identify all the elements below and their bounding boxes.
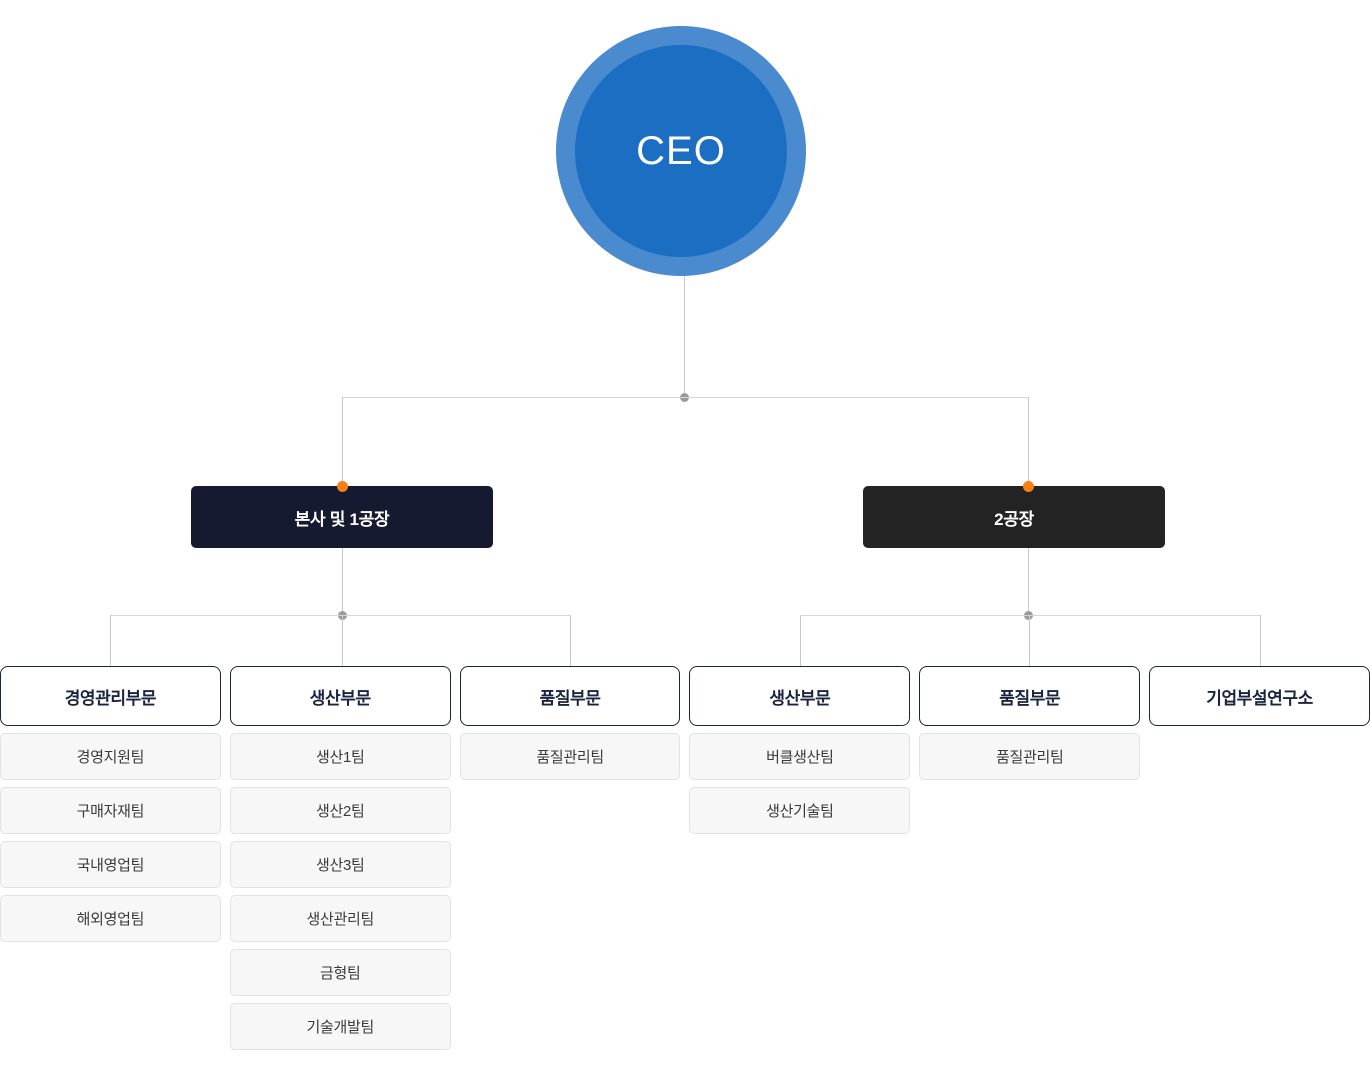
division-box-quality-2[interactable]: 품질부문 [919,666,1141,726]
team-list-quality-1: 품질관리팀 [459,733,681,780]
team-box[interactable]: 생산1팀 [229,733,451,780]
division-column-quality-1: 품질부문 품질관리팀 [459,666,681,780]
division-box-production-1[interactable]: 생산부문 [229,666,451,726]
team-box[interactable]: 생산2팀 [229,787,451,834]
team-box[interactable]: 생산기술팀 [689,787,911,834]
team-box[interactable]: 생산관리팀 [229,895,451,942]
division-column-management: 경영관리부문 경영지원팀 구매자재팀 국내영업팀 해외영업팀 [0,666,221,942]
team-box[interactable]: 생산3팀 [229,841,451,888]
team-list-quality-2: 품질관리팀 [919,733,1141,780]
team-box[interactable]: 품질관리팀 [459,733,681,780]
division-box-production-2[interactable]: 생산부문 [689,666,911,726]
connector-level2-bus [342,397,1029,398]
team-box[interactable]: 버클생산팀 [689,733,911,780]
division-columns: 경영관리부문 경영지원팀 구매자재팀 국내영업팀 해외영업팀 생산부문 생산1팀… [0,666,1370,1050]
team-list-production-2: 버클생산팀 생산기술팀 [689,733,911,834]
connector-branch2-drop-col5 [1029,615,1030,666]
connector-branch1-drop-col1 [110,615,111,666]
connector-branch2-bus [800,615,1260,616]
connector-branch1-stem [342,548,343,615]
team-list-management: 경영지원팀 구매자재팀 국내영업팀 해외영업팀 [0,733,221,942]
ceo-node[interactable]: CEO [556,26,806,276]
connector-branch2-drop-col6 [1260,615,1261,666]
team-box[interactable]: 품질관리팀 [919,733,1141,780]
ceo-node-inner: CEO [575,45,787,257]
connector-level2-drop-left [342,397,343,487]
connector-branch1-drop-col2 [342,615,343,666]
ceo-label: CEO [636,129,726,173]
connector-level2-drop-right [1028,397,1029,487]
team-box[interactable]: 경영지원팀 [0,733,221,780]
connector-branch1-bus [110,615,570,616]
team-box[interactable]: 국내영업팀 [0,841,221,888]
connector-branch1-drop-col3 [570,615,571,666]
connector-ceo-stem [684,276,685,398]
connector-branch2-stem [1028,548,1029,615]
team-list-production-1: 생산1팀 생산2팀 생산3팀 생산관리팀 금형팀 기술개발팀 [229,733,451,1050]
division-column-production-1: 생산부문 생산1팀 생산2팀 생산3팀 생산관리팀 금형팀 기술개발팀 [229,666,451,1050]
branch-box-factory2[interactable]: 2공장 [863,486,1165,548]
division-column-production-2: 생산부문 버클생산팀 생산기술팀 [689,666,911,834]
division-box-management[interactable]: 경영관리부문 [0,666,221,726]
division-box-research[interactable]: 기업부설연구소 [1149,666,1370,726]
division-column-quality-2: 품질부문 품질관리팀 [919,666,1141,780]
accent-dot-branch-2 [1023,481,1034,492]
team-box[interactable]: 해외영업팀 [0,895,221,942]
team-box[interactable]: 금형팀 [229,949,451,996]
division-column-research: 기업부설연구소 [1149,666,1370,726]
team-box[interactable]: 구매자재팀 [0,787,221,834]
accent-dot-branch-1 [337,481,348,492]
connector-branch2-drop-col4 [800,615,801,666]
division-box-quality-1[interactable]: 품질부문 [459,666,681,726]
team-box[interactable]: 기술개발팀 [229,1003,451,1050]
branch-box-headquarters[interactable]: 본사 및 1공장 [191,486,493,548]
